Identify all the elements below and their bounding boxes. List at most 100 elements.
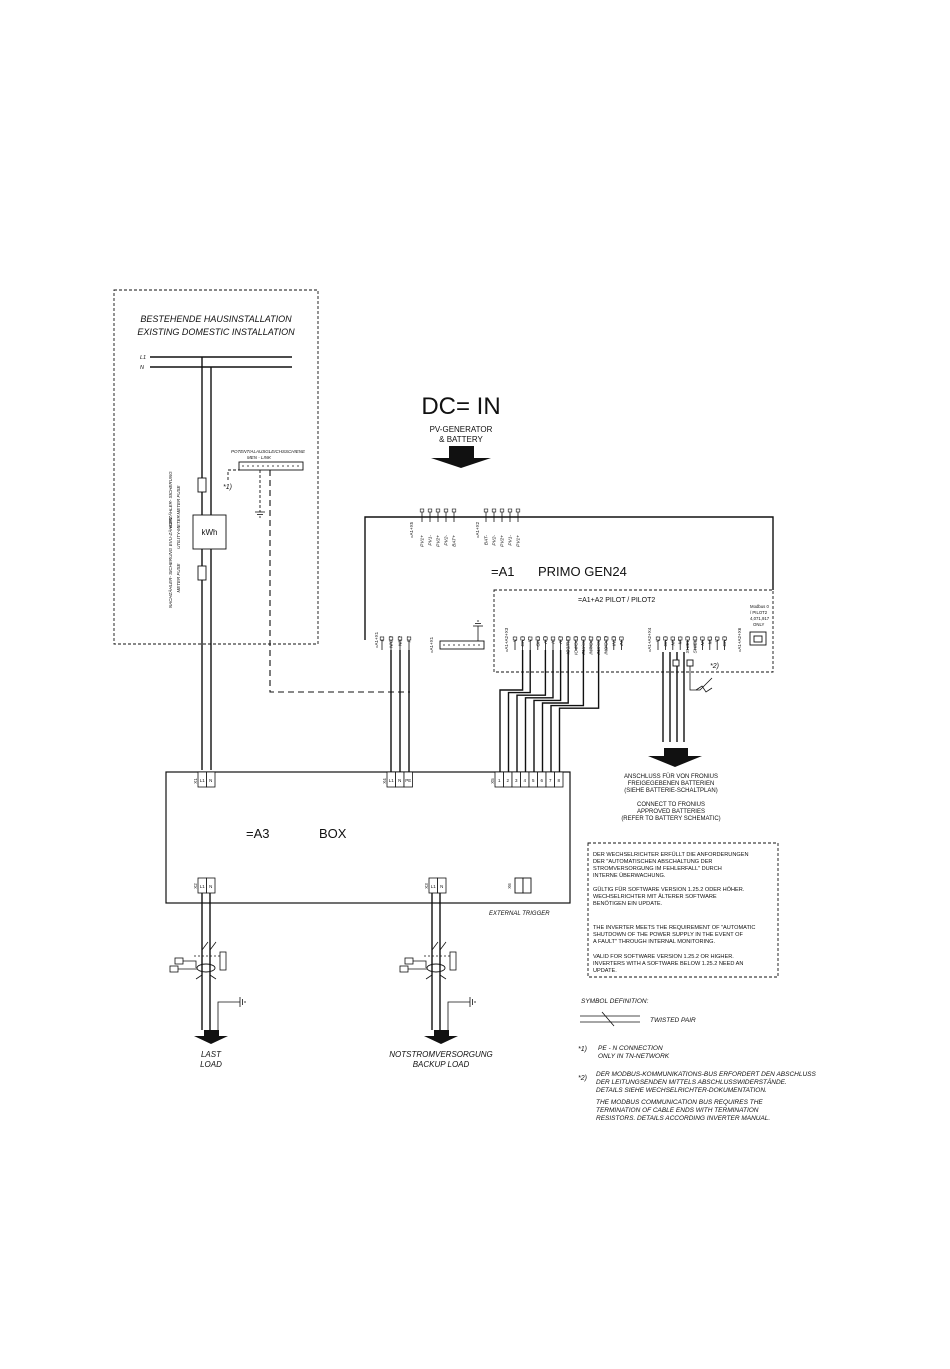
pe-dashed-link <box>269 470 410 693</box>
info-de-4: INTERNE ÜBERWACHUNG. <box>593 872 666 879</box>
x3-pin-contact-6 <box>558 636 563 641</box>
x4-pin-6: M1+ <box>700 636 706 646</box>
box-x5-terminal-label-4: 5 <box>532 778 535 783</box>
x3-pin-contact-1 <box>520 636 525 641</box>
x5-pin-contact-2 <box>435 508 441 513</box>
battery-de-1: ANSCHLUSS FÜR VON FRONIUS <box>624 773 718 780</box>
x5-pin-contact-1 <box>427 508 433 513</box>
existing-installation-title-en: EXISTING DOMESTIC INSTALLATION <box>137 327 295 337</box>
inverter-name: PRIMO GEN24 <box>538 564 627 579</box>
box-x4-label: X4 <box>382 778 387 784</box>
x4-pin-contact-7 <box>707 636 712 641</box>
signal-cable-4 <box>533 650 562 772</box>
info-en-2: SHUTDOWN OF THE POWER SUPPLY IN THE EVEN… <box>593 932 743 938</box>
utility-meter <box>192 514 227 550</box>
backup-label-1: NOTSTROMVERSORGUNG <box>389 1050 493 1059</box>
box-x6-terminal-2 <box>522 877 532 894</box>
pe-busbar <box>439 640 485 650</box>
x5-pin-0: PV1+ <box>420 535 426 547</box>
signal-cable-1 <box>507 650 531 772</box>
signal-cable-3 <box>524 650 554 772</box>
existing-installation-title-de: BESTEHENDE HAUSINSTALLATION <box>140 314 292 324</box>
x4-pin-contact-6 <box>700 636 705 641</box>
x4-pin-contact-0 <box>655 636 661 641</box>
x2-pin-0: BAT- <box>484 535 490 546</box>
load-label-2: LOAD <box>200 1060 222 1069</box>
signal-cables <box>499 650 600 772</box>
ac-cable-to-box <box>390 650 410 772</box>
x3-pin-contact-14 <box>619 636 624 641</box>
x2-pin-3: PV1- <box>508 535 514 546</box>
x1-ac-terminal-label: =A1+X1 <box>374 631 379 648</box>
battery-en-1: CONNECT TO FRONIUS <box>637 802 705 808</box>
signal-cable-7 <box>558 650 600 772</box>
x1-ac-pin-1: N/ON <box>389 635 395 648</box>
x5-pin-contact-3 <box>443 508 449 513</box>
backup-feeder <box>399 893 476 1030</box>
load-arrow <box>194 1030 228 1044</box>
box-x5-terminal-label-7: 8 <box>557 778 560 783</box>
box-x4-terminal-label-0: L1 <box>389 778 395 783</box>
box-x1-label: X1 <box>193 778 198 784</box>
x3-pin-contact-8 <box>573 636 578 641</box>
note-ref-2: *2) <box>710 663 719 670</box>
box-x3-label: X3 <box>424 883 429 889</box>
x3-pin-14: IN11 <box>619 636 625 646</box>
box-x4-terminal-label-2: PE <box>405 778 411 783</box>
x4-pin-9: GND <box>722 635 728 646</box>
info-de-5: GÜLTIG FÜR SOFTWARE VERSION 1.25.2 ODER … <box>593 886 745 893</box>
x5-pin-contact-4 <box>451 508 457 513</box>
box-x5-terminal-7 <box>554 771 564 788</box>
pilot-label: =A1+A2 PILOT / PILOT2 <box>578 597 655 604</box>
x1-ac-pin-contact-3 <box>406 636 412 641</box>
x4-terminal-label: =A1+A2+X4 <box>647 627 652 652</box>
x3-pin-8: IO4/OC0 <box>573 636 579 655</box>
legend-n2-line-6: RESISTORS. DETAILS ACCORDING INVERTER MA… <box>596 1115 770 1122</box>
info-en-4: VALID FOR SOFTWARE VERSION 1.25.2 OR HIG… <box>593 954 734 960</box>
x3-terminal-label: =A1+A2+X3 <box>504 627 509 652</box>
load-feeder <box>169 893 246 1030</box>
signal-cable-5 <box>541 650 569 772</box>
x4-pin-contact-9 <box>722 636 727 641</box>
x3-pin-contact-3 <box>535 636 540 641</box>
x3-pin-3: GND <box>535 635 541 646</box>
men-link-pe-n <box>227 469 240 480</box>
dc-in-subtitle-1: PV-GENERATOR <box>430 425 493 434</box>
x3-pin-contact-2 <box>528 636 533 641</box>
x2-terminal-label: =A1+X2 <box>475 521 480 538</box>
legend-title: SYMBOL DEFINITION: <box>581 998 649 1005</box>
signal-cable-0 <box>499 650 524 772</box>
box-x3-terminal-1 <box>437 877 447 894</box>
meter-fuse-label-en: METER FUSE <box>176 485 181 515</box>
x4-pin-contact-1 <box>663 636 668 641</box>
info-en-6: UPDATE. <box>593 968 617 974</box>
box-x2-label: X2 <box>193 883 198 889</box>
box-x2-terminal-1 <box>206 877 216 894</box>
box-x5-terminal-label-5: 6 <box>540 778 543 783</box>
x5-pin-2: PV2+ <box>436 535 442 547</box>
modbus-label-3: 4,071,917 <box>750 616 770 621</box>
line-n-label: N <box>140 365 144 371</box>
inverter-outline <box>364 516 774 640</box>
box-x2-terminal-label-0: L1 <box>200 884 206 889</box>
info-en-1: THE INVERTER MEETS THE REQUIREMENT OF "A… <box>593 925 755 931</box>
info-de-1: DER WECHSELRICHTER ERFÜLLT DIE ANFORDERU… <box>593 851 749 858</box>
x1-pe-terminal-label: =A1+X1 <box>429 636 434 653</box>
men-link-bar <box>238 461 304 471</box>
box-x5-terminal-label-0: 1 <box>498 778 501 783</box>
meter-fuse-label-de: VORZÄHLER- SICHERUNG <box>167 471 173 529</box>
box-x5-terminal-label-1: 2 <box>506 778 509 783</box>
legend-n2-line-2: DER LEITUNGSENDEN MITTELS ABSCHLUSSWIDER… <box>596 1078 787 1086</box>
x4-pin-contact-2 <box>670 636 675 641</box>
dc-in-subtitle-2: & BATTERY <box>439 435 483 444</box>
pilot-board <box>493 589 774 673</box>
x1-ac-pin-contact-1 <box>388 636 394 641</box>
x3-pin-contact-0 <box>512 636 518 641</box>
x2-pin-1: PV2- <box>492 535 498 546</box>
x2-pin-contact-1 <box>491 508 497 513</box>
signal-cable-2 <box>516 650 547 772</box>
utility-meter-label-en: UTILITY-METER <box>176 514 181 548</box>
x3-pin-7: IO3/RS0 <box>566 636 572 655</box>
box-x5-label: X5 <box>490 778 495 784</box>
